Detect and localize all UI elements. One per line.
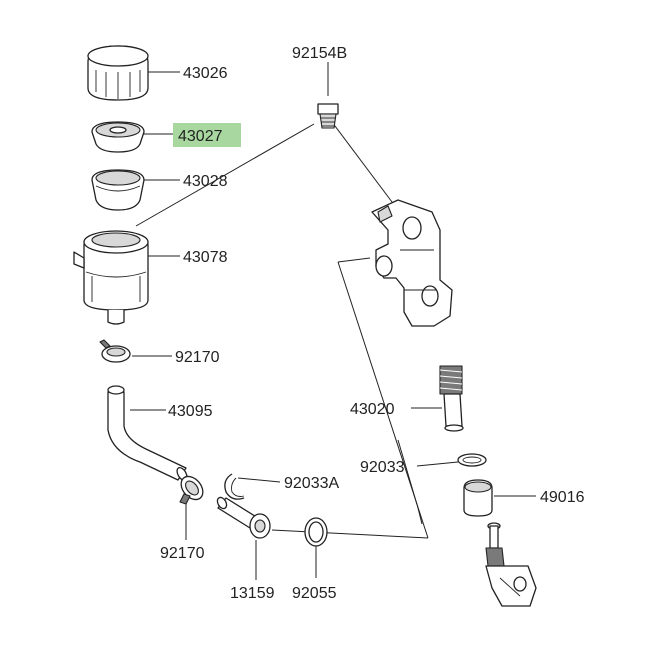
part-92033A-circlip[interactable] [224, 473, 245, 500]
label-92033[interactable]: 92033 [360, 459, 405, 476]
part-92154B-bleeder-bolt[interactable] [317, 103, 339, 129]
part-43095-hose[interactable] [107, 385, 189, 482]
label-92170-upper[interactable]: 92170 [175, 349, 220, 366]
part-43020-piston-kit[interactable] [439, 365, 464, 432]
label-49016[interactable]: 49016 [540, 489, 585, 506]
label-43026[interactable]: 43026 [183, 65, 228, 82]
label-13159[interactable]: 13159 [230, 585, 275, 602]
part-43026-reservoir-cap[interactable] [87, 45, 149, 101]
part-43027-diaphragm-plate[interactable] [91, 121, 145, 153]
part-92170-hose-clamp-lower[interactable] [177, 472, 208, 505]
label-92154B[interactable]: 92154B [292, 45, 347, 62]
label-43095[interactable]: 43095 [168, 403, 213, 420]
part-labels: 43026 43027 43028 43078 92170 43095 9217… [160, 45, 585, 602]
label-92055[interactable]: 92055 [292, 585, 337, 602]
highlight-43027 [173, 123, 241, 147]
leader-lines [130, 62, 536, 580]
part-92170-hose-clamp-upper[interactable] [99, 339, 131, 363]
label-92170-lower[interactable]: 92170 [160, 545, 205, 562]
push-rod-clevis[interactable] [485, 522, 537, 607]
part-13159-hose-fitting[interactable] [216, 496, 271, 539]
part-43028-diaphragm[interactable] [91, 169, 145, 211]
label-43078[interactable]: 43078 [183, 249, 228, 266]
label-43020[interactable]: 43020 [350, 401, 395, 418]
master-cylinder-body[interactable] [371, 199, 453, 327]
label-92033A[interactable]: 92033A [284, 475, 339, 492]
part-43078-reservoir[interactable] [73, 230, 149, 325]
part-92033-circlip[interactable] [457, 453, 487, 467]
part-49016-dust-boot[interactable] [463, 479, 493, 517]
part-92055-o-ring[interactable] [304, 517, 328, 547]
label-43028[interactable]: 43028 [183, 173, 228, 190]
label-43027[interactable]: 43027 [178, 128, 223, 145]
